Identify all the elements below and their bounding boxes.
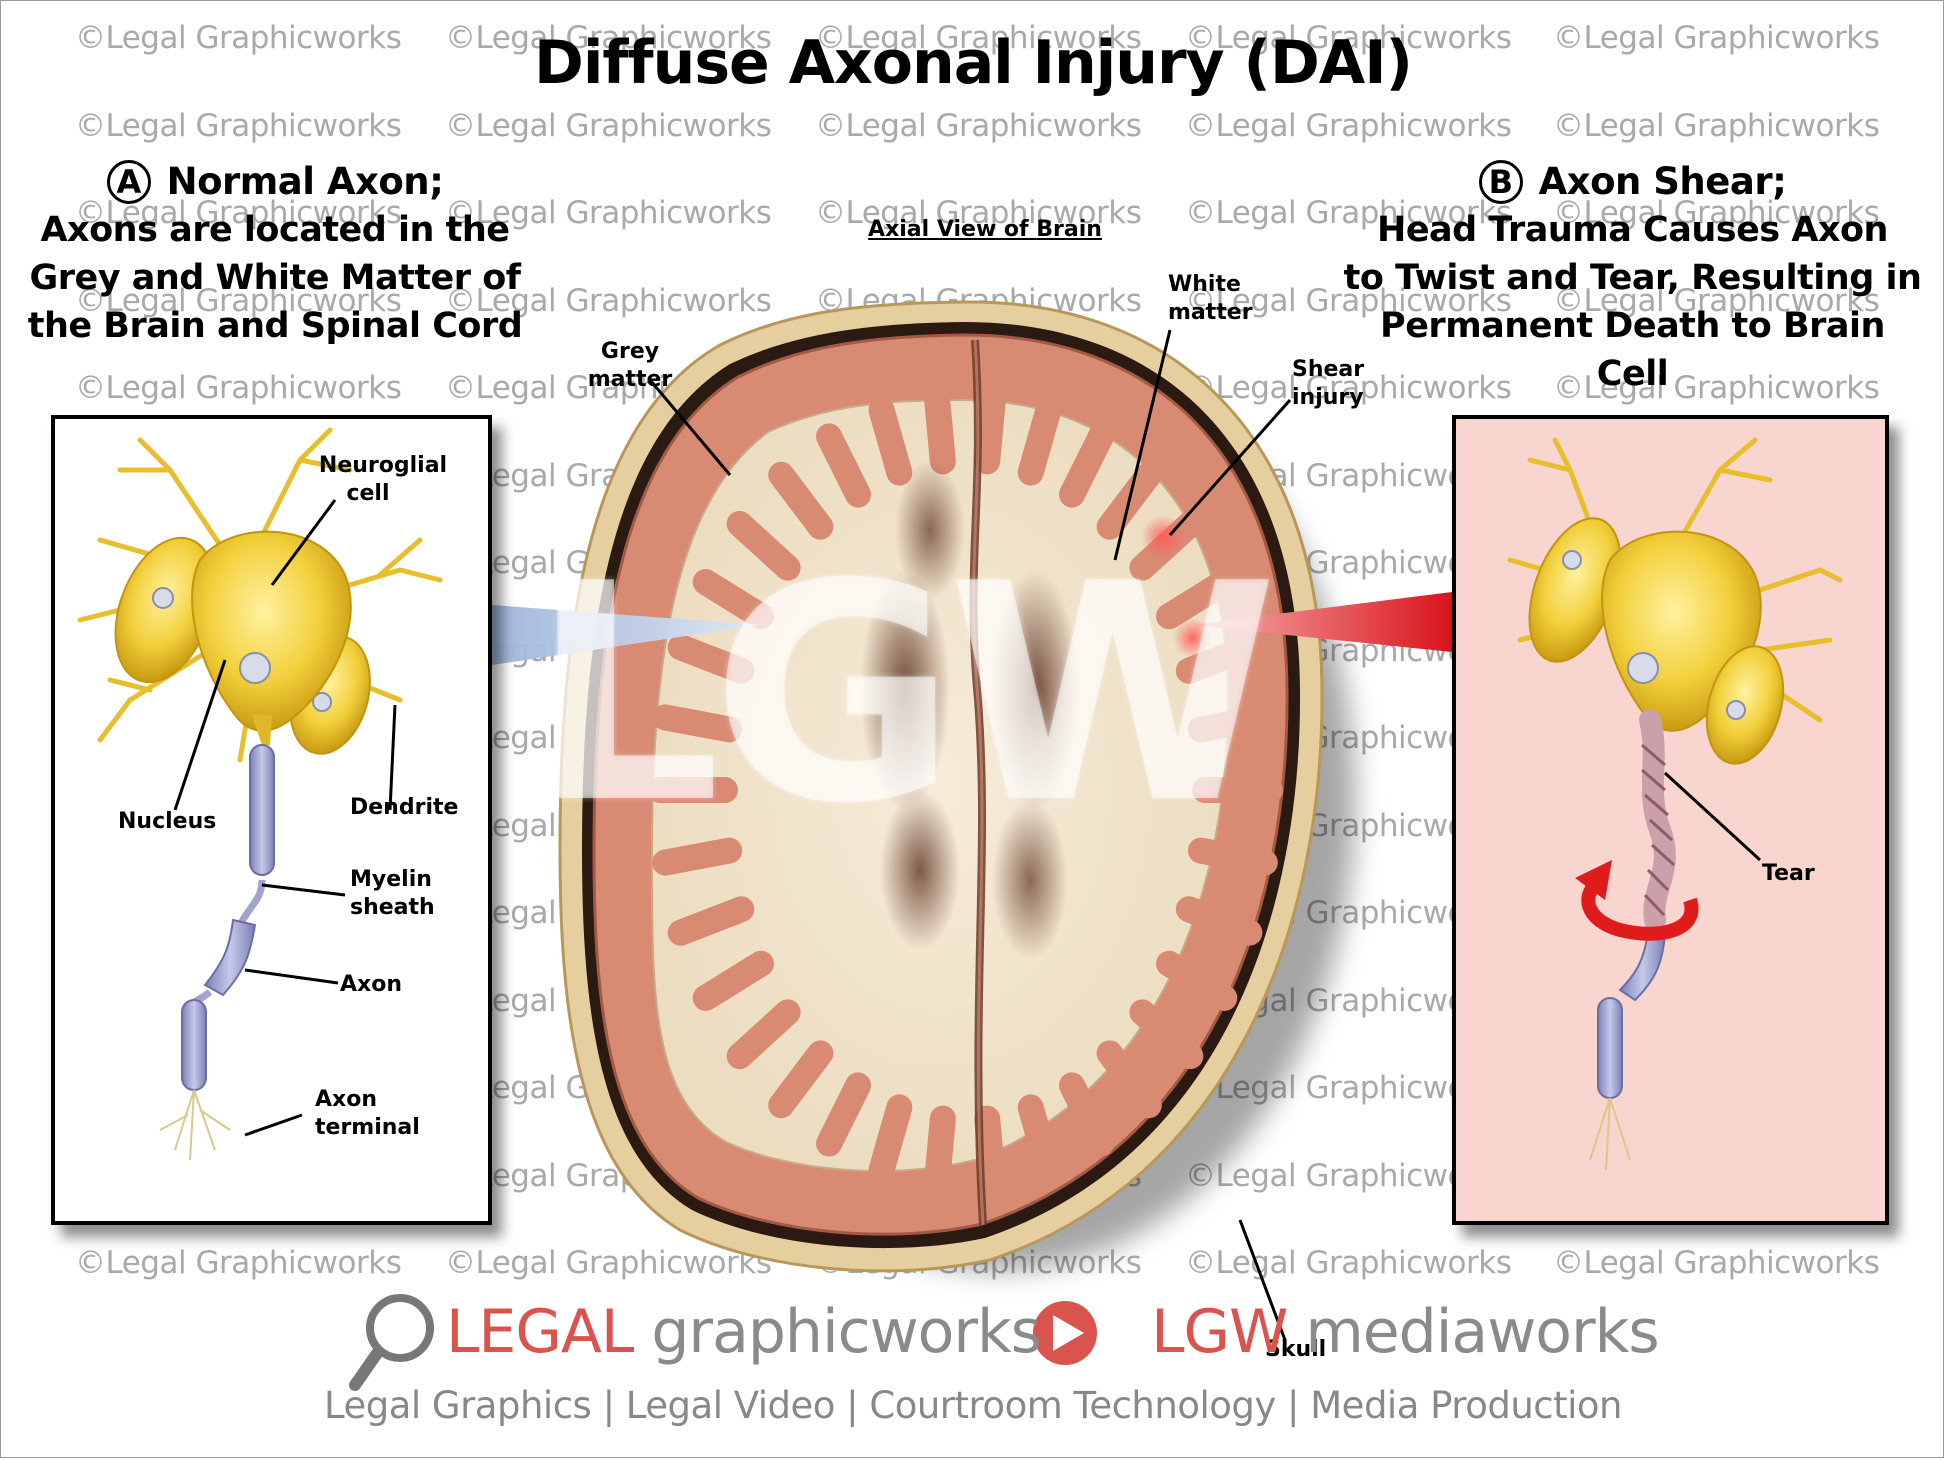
gyrus — [987, 1119, 993, 1184]
gyrus — [937, 397, 943, 462]
logo-graphicworks: graphicworks — [651, 1297, 1041, 1367]
gyrus — [937, 1119, 943, 1184]
badge-b: B — [1479, 160, 1523, 204]
gyrus — [987, 397, 993, 462]
normal-axon-line-3: the Brain and Spinal Cord — [15, 302, 535, 350]
normal-axon-line-2: Grey and White Matter of — [15, 254, 535, 302]
axon-label: Axon — [340, 971, 402, 999]
logo-mediaworks: mediaworks — [1305, 1297, 1658, 1367]
gyrus — [882, 1107, 900, 1170]
shear-injury-label: Shear injury — [1292, 356, 1364, 412]
page-title: Diffuse Axonal Injury (DAI) — [0, 28, 1946, 98]
axon-shear-title: Axon Shear; — [1539, 158, 1787, 206]
normal-axon-title: Normal Axon; — [167, 158, 444, 206]
tear-label: Tear — [1762, 860, 1815, 888]
axon-shear-panel — [1452, 415, 1889, 1225]
grey-matter-label: Grey matter — [575, 338, 685, 394]
logo-legal: LEGAL — [446, 1297, 633, 1367]
axon-terminal-label: Axon terminal — [315, 1086, 420, 1142]
normal-axon-line-1: Axons are located in the — [15, 206, 535, 254]
neuroglial-cell-label: Neuroglial cell — [318, 452, 448, 508]
gyrus — [1031, 410, 1049, 473]
nucleus-label: Nucleus — [118, 808, 216, 836]
gyrus — [882, 410, 900, 473]
axon-shear-line-3: Permanent Death to Brain Cell — [1340, 302, 1925, 398]
footer-logo-row: LEGAL graphicworks LGW mediaworks — [350, 1292, 1659, 1372]
badge-a: A — [107, 160, 151, 204]
logo-lgw: LGW — [1151, 1297, 1287, 1367]
lgw-watermark-mark: LGW — [530, 520, 1268, 869]
myelin-sheath-label: Myelin sheath — [350, 866, 435, 922]
axial-view-label: Axial View of Brain — [820, 217, 1150, 242]
axon-shear-line-2: to Twist and Tear, Resulting in — [1340, 254, 1925, 302]
normal-axon-heading: A Normal Axon; Axons are located in the … — [15, 158, 535, 350]
axon-shear-heading: B Axon Shear; Head Trauma Causes Axon to… — [1340, 158, 1925, 398]
gyrus — [1031, 1107, 1049, 1170]
footer-tagline: Legal Graphics | Legal Video | Courtroom… — [0, 1384, 1946, 1427]
axon-shear-line-1: Head Trauma Causes Axon — [1340, 206, 1925, 254]
dendrite-label: Dendrite — [350, 794, 458, 822]
white-matter-label: White matter — [1168, 271, 1253, 327]
